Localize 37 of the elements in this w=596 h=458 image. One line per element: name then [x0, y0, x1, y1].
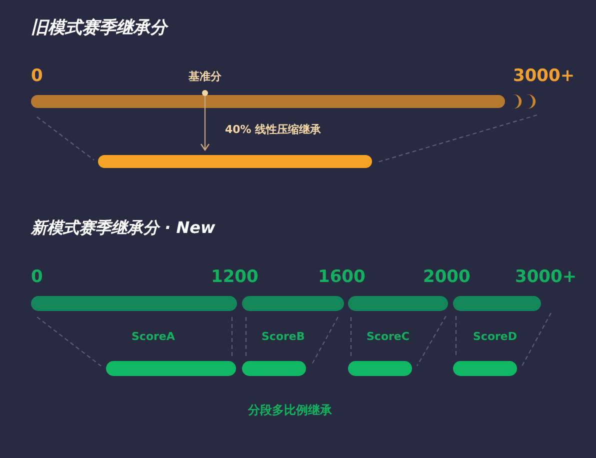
segment-bar [453, 296, 541, 311]
segment-bar [453, 361, 517, 376]
dashed-guide-line [350, 317, 352, 357]
dashed-guide-line [36, 316, 102, 366]
arrow [200, 108, 210, 151]
scale-value: 3000+ [513, 68, 575, 85]
dashed-guide-line [378, 114, 538, 163]
scale-value: 3000+ [515, 269, 577, 286]
compressed-bar [98, 155, 372, 168]
dashed-guide-line [36, 116, 94, 160]
section-title: 新模式赛季继承分 · New [31, 220, 216, 236]
segment-label: ScoreB [262, 331, 305, 342]
scale-value: 1200 [211, 269, 258, 286]
segment-bar [106, 361, 236, 376]
dashed-guide-line [522, 312, 552, 366]
edge-label: 40% 线性压缩继承 [225, 124, 322, 135]
segment-bar [348, 296, 448, 311]
caption-text: 分段多比例继承 [248, 404, 332, 416]
segment-label: ScoreC [366, 331, 410, 342]
segment-bar [242, 296, 344, 311]
reference-label: 基准分 [188, 71, 222, 82]
timeline-bar [31, 95, 505, 108]
segment-bar [31, 296, 237, 311]
dashed-guide-line [310, 316, 338, 366]
scale-value: 1600 [318, 269, 366, 286]
dashed-guide-line [231, 317, 233, 357]
section-title: 旧模式赛季继承分 [31, 20, 167, 37]
scale-value: 2000 [423, 269, 470, 286]
dashed-guide-line [455, 316, 457, 357]
segment-label: ScoreD [473, 331, 518, 342]
scale-value: 0 [31, 269, 43, 286]
dashed-guide-line [245, 317, 247, 357]
segment-label: ScoreA [132, 331, 175, 342]
segment-bar [348, 361, 412, 376]
segment-bar [242, 361, 306, 376]
dashed-guide-line [416, 316, 446, 366]
scale-value: 0 [31, 68, 43, 85]
